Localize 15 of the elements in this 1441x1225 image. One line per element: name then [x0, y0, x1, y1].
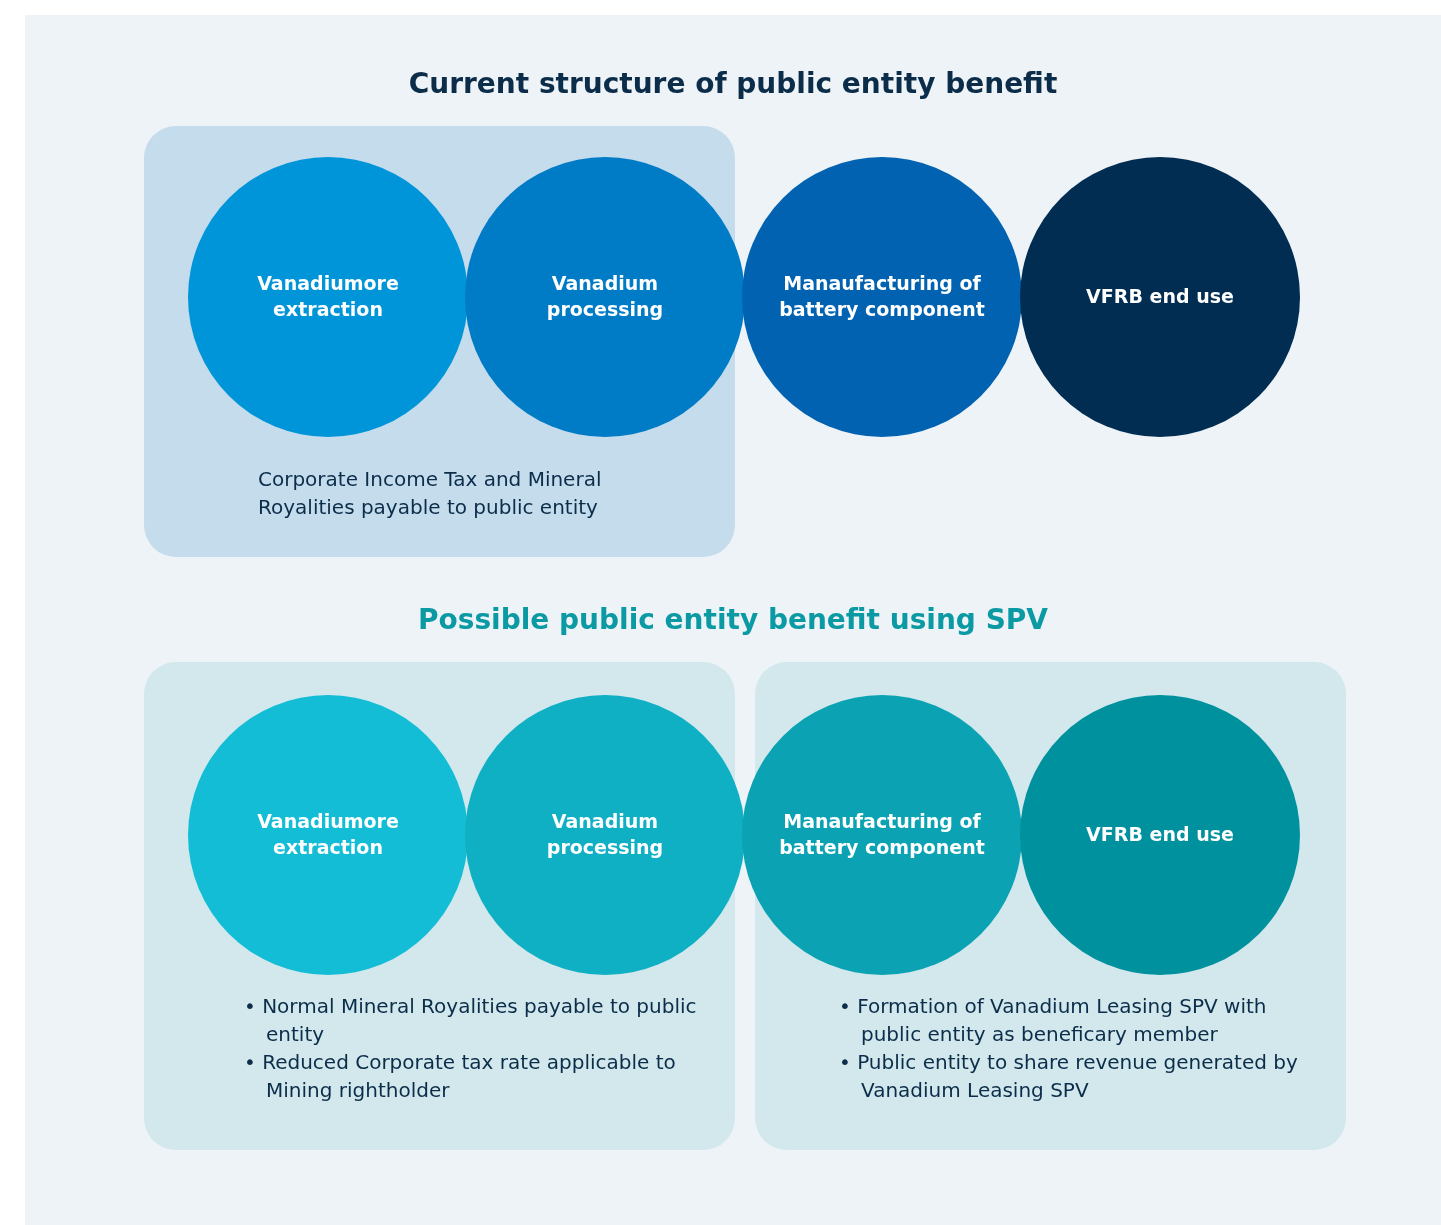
- section-heading: Current structure of public entity benefit: [407, 67, 1059, 100]
- note-text: Corporate Income Tax and Mineral Royalities payable to public entity: [258, 466, 603, 521]
- stage-circle: Vanadiumore extraction: [188, 157, 468, 437]
- bullet-item: • Reduced Corporate tax rate applicable to Mining rightholder: [244, 1049, 677, 1104]
- stage-circle: Vanadium processing: [465, 695, 745, 975]
- bullet-item: • Formation of Vanadium Leasing SPV with public entity as beneficary member: [839, 993, 1268, 1048]
- stage-circle: Vanadium processing: [465, 157, 745, 437]
- stage-circle: VFRB end use: [1020, 157, 1300, 437]
- section-heading: Possible public entity benefit using SPV: [416, 603, 1049, 636]
- stage-circle: Vanadiumore extraction: [188, 695, 468, 975]
- stage-circle: VFRB end use: [1020, 695, 1300, 975]
- bullet-item: • Public entity to share revenue generated by Vanadium Leasing SPV: [839, 1049, 1299, 1104]
- stage-circle: Manaufacturing of battery component: [742, 695, 1022, 975]
- bullet-item: • Normal Mineral Royalities payable to public entity: [244, 993, 698, 1048]
- stage-circle: Manaufacturing of battery component: [742, 157, 1022, 437]
